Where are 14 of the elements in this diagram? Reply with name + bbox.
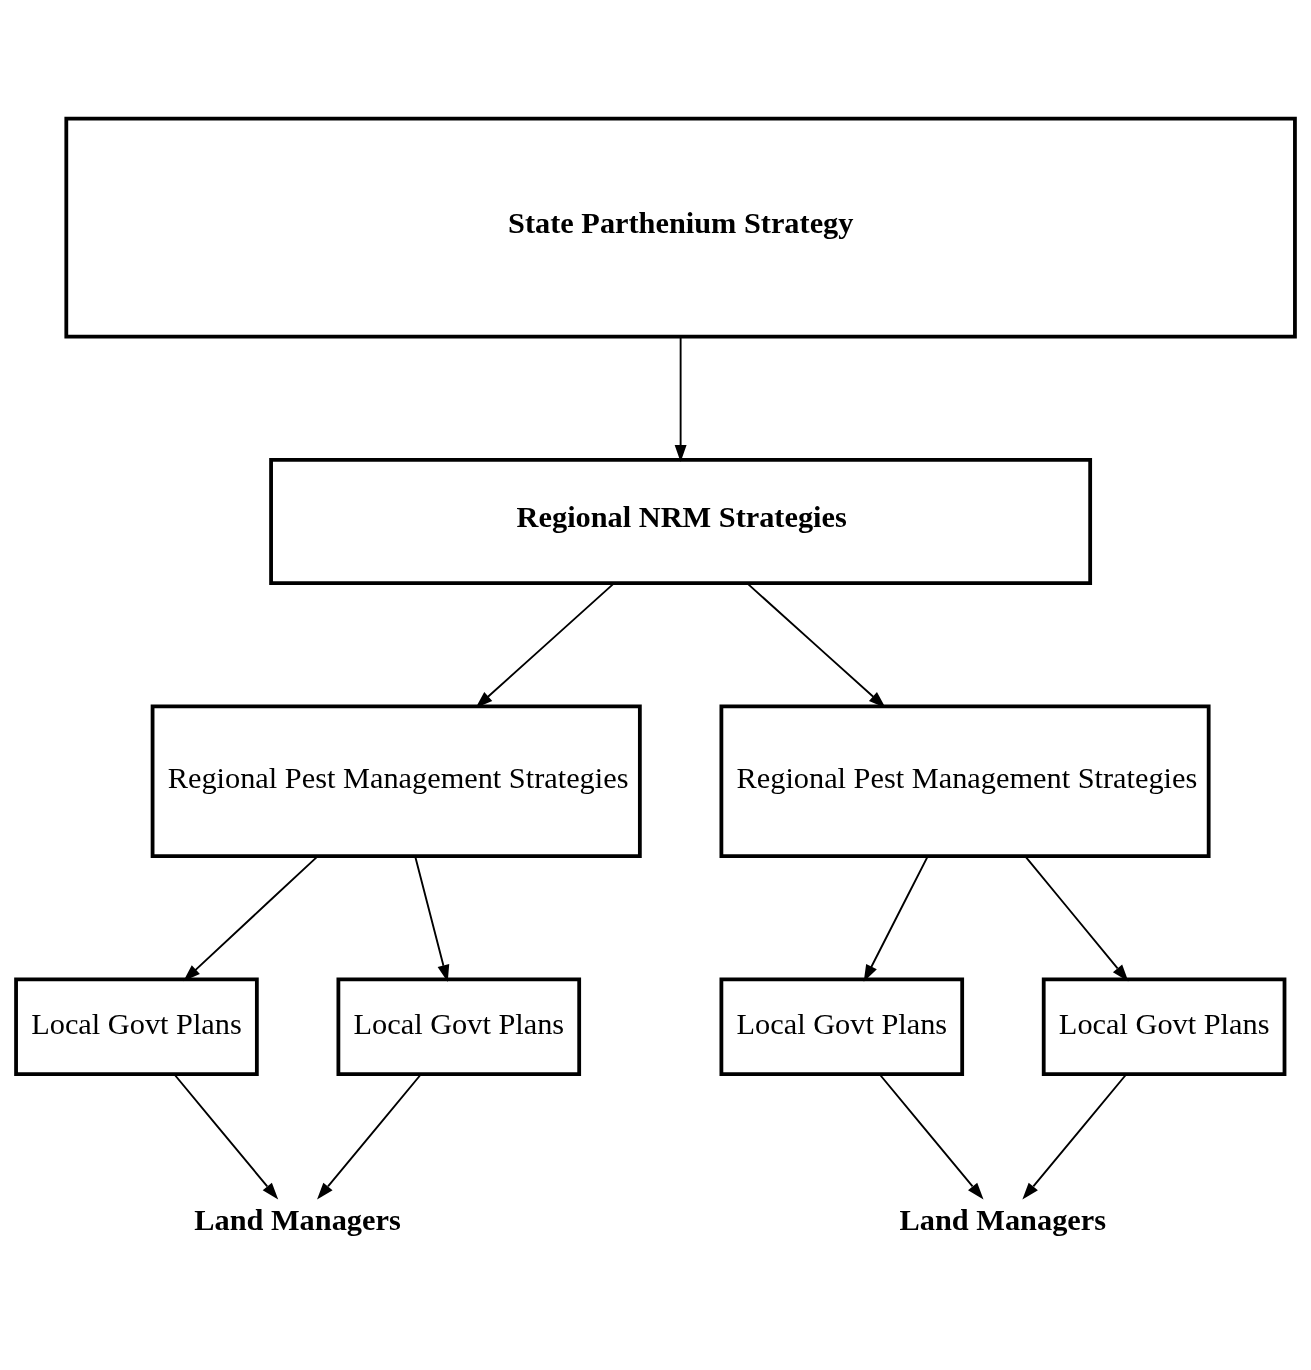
node-box: Local Govt Plans (336, 977, 582, 1076)
node-box: State Parthenium Strategy (64, 116, 1297, 339)
node-box: Regional Pest Management Strategies (719, 703, 1211, 858)
node-box: Regional NRM Strategies (269, 457, 1093, 585)
node-box: Local Govt Plans (1041, 977, 1287, 1076)
node-box: Regional Pest Management Strategies (150, 703, 642, 858)
arrow (674, 335, 687, 462)
arrow (183, 854, 319, 981)
node-box: Local Govt Plans (719, 977, 965, 1076)
node-text: Land Managers (899, 1202, 1107, 1237)
node-text: Land Managers (194, 1202, 401, 1237)
arrow (475, 581, 615, 708)
node-box: Local Govt Plans (14, 977, 259, 1076)
arrow (746, 581, 886, 708)
